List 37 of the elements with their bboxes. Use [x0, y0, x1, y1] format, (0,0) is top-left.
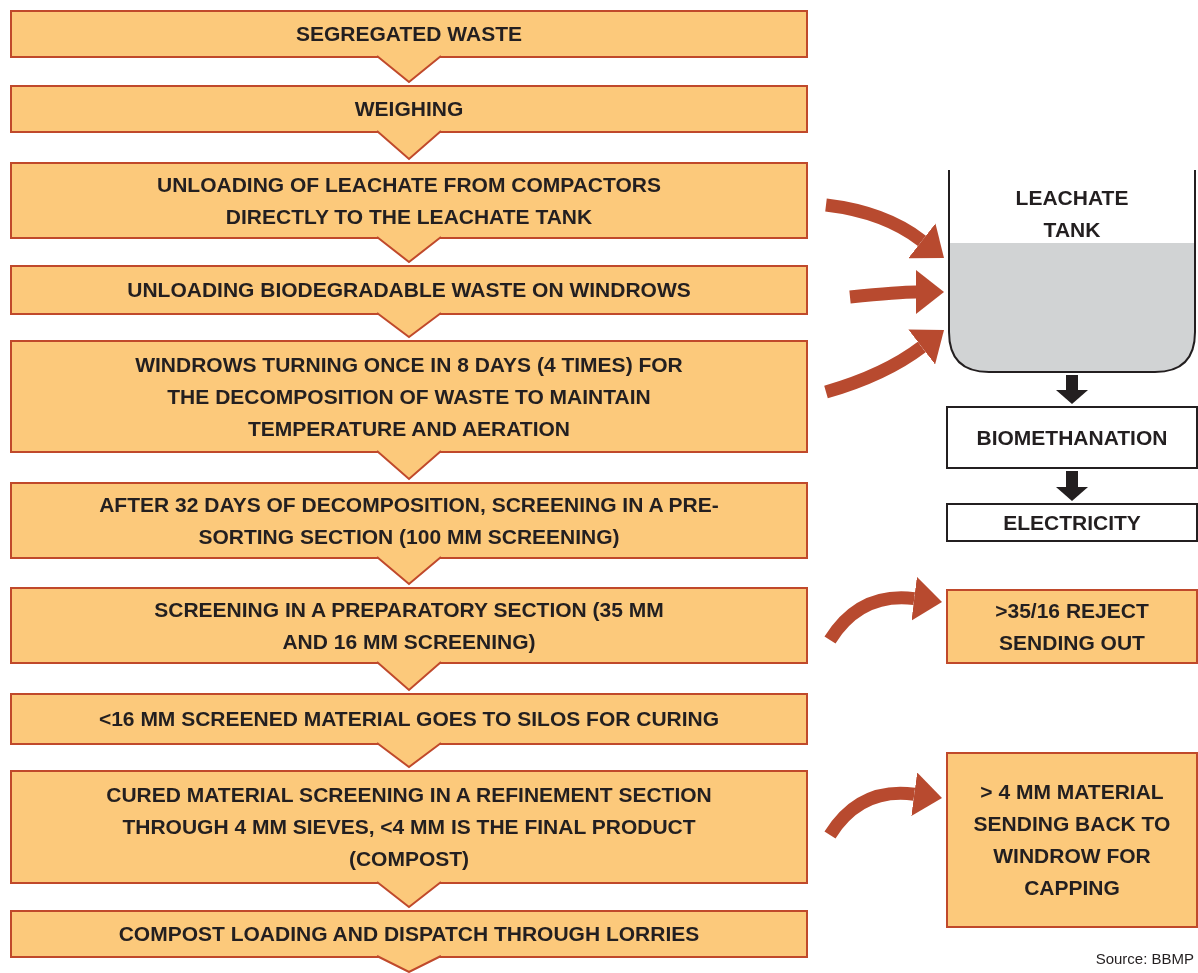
step-text: >35/16 REJECT SENDING OUT — [994, 597, 1150, 656]
step-text: SCREENING IN A PREPARATORY SECTION (35 MM AND 16 MM SCREENING) — [153, 596, 665, 655]
step-text: UNLOADING OF LEACHATE FROM COMPACTORS DIRECTLY TO THE LEACHATE TANK — [156, 171, 662, 230]
step-text: SEGREGATED WASTE — [296, 21, 522, 47]
curved-arrow — [825, 198, 945, 259]
curved-arrow — [849, 270, 944, 314]
step-text: <16 MM SCREENED MATERIAL GOES TO SILOS FOR CURING — [98, 706, 720, 732]
chevron-arrow — [376, 661, 442, 692]
chevron-arrow — [376, 556, 442, 586]
step-text: BIOMETHANATION — [976, 424, 1168, 451]
step-text: WINDROWS TURNING ONCE IN 8 DAYS (4 TIMES) FOR THE DECOMPOSITION OF WASTE TO MAINTAIN TEMPERATURE AND AERATION — [134, 351, 684, 442]
source-note: Source: BBMP — [1095, 950, 1194, 967]
curved-arrow — [824, 576, 943, 644]
chevron-arrow — [376, 236, 442, 264]
chevron-arrow — [376, 55, 442, 84]
step-text: ELECTRICITY — [1003, 509, 1141, 536]
tank-label: LEACHATE TANK — [1014, 185, 1130, 243]
curved-arrow — [824, 772, 943, 839]
process-box — [946, 589, 1198, 664]
step-text: AFTER 32 DAYS OF DECOMPOSITION, SCREENING IN A PRE-SORTING SECTION (100 MM SCREENING) — [98, 491, 720, 550]
chevron-arrow — [376, 955, 442, 973]
output-box — [946, 406, 1198, 469]
chevron-arrow — [376, 881, 442, 909]
process-box — [946, 752, 1198, 928]
chevron-arrow — [376, 742, 442, 769]
step-text: UNLOADING BIODEGRADABLE WASTE ON WINDROWS — [127, 277, 691, 303]
output-box — [946, 503, 1198, 542]
down-arrow — [1056, 471, 1088, 501]
chevron-arrow — [376, 312, 442, 339]
step-text: COMPOST LOADING AND DISPATCH THROUGH LORRIES — [118, 921, 700, 947]
curved-arrow — [824, 329, 945, 399]
down-arrow — [1056, 375, 1088, 404]
step-text: CURED MATERIAL SCREENING IN A REFINEMENT SECTION THROUGH 4 MM SIEVES, <4 MM IS THE FINAL PRODUCT (COMPOST) — [105, 782, 713, 872]
step-text: > 4 MM MATERIAL SENDING BACK TO WINDROW FOR CAPPING — [972, 779, 1172, 901]
chevron-arrow — [376, 130, 442, 161]
chevron-arrow — [376, 450, 442, 481]
step-text: WEIGHING — [354, 96, 464, 122]
